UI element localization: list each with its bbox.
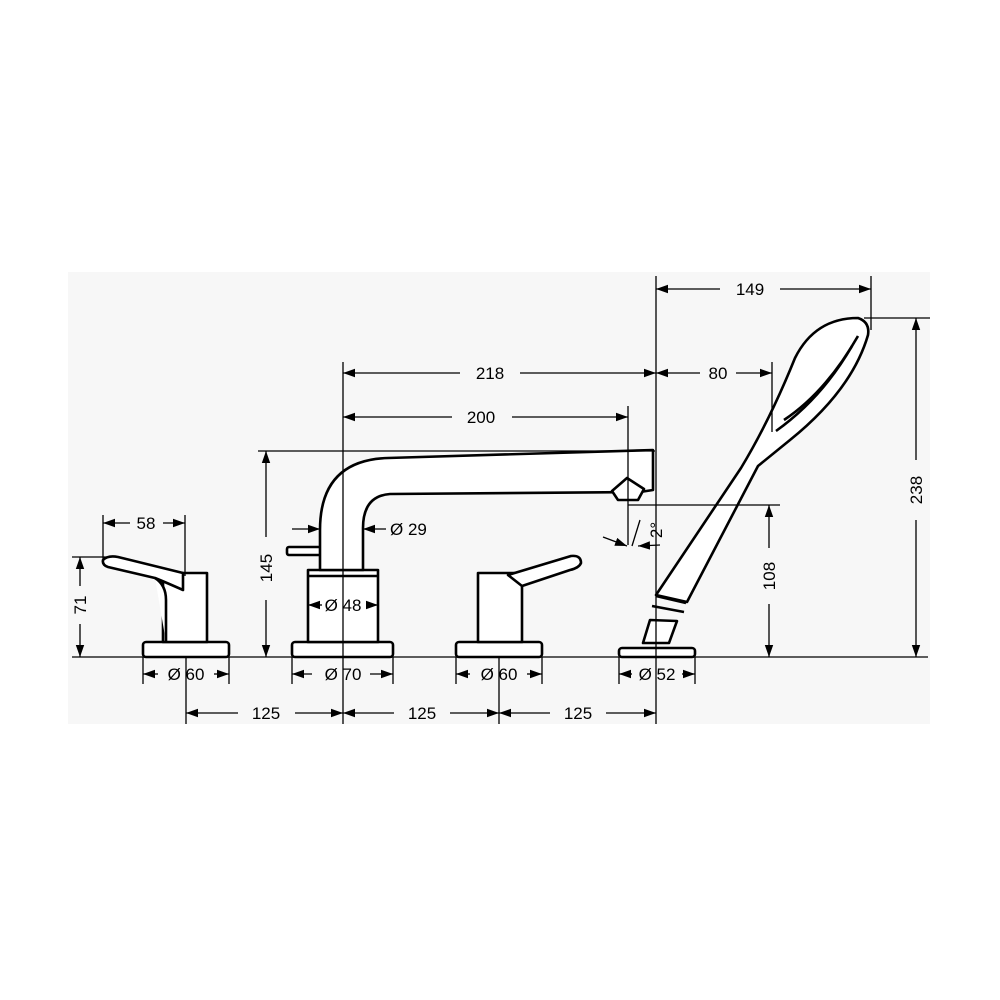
dim-shower-offset: 80 (709, 364, 728, 383)
dim-spout-reach-outer: 218 (476, 364, 504, 383)
dim-spout-base-diameter: Ø 70 (325, 665, 362, 684)
right-valve-handle (454, 554, 583, 659)
dim-right-base-diameter: Ø 60 (481, 665, 518, 684)
hand-shower (617, 316, 870, 659)
dim-spacing-2: 125 (408, 704, 436, 723)
dim-shower-base-diameter: Ø 52 (639, 665, 676, 684)
dim-left-lever-width: 58 (137, 514, 156, 533)
left-valve-handle (101, 555, 231, 659)
dim-left-base-diameter: Ø 60 (168, 665, 205, 684)
dim-spout-body-diameter: Ø 48 (325, 596, 362, 615)
dim-shower-holder-height: 108 (760, 562, 779, 590)
dim-left-lever-height: 71 (71, 596, 90, 615)
dim-spacing-3: 125 (564, 704, 592, 723)
extension-lines (72, 276, 930, 724)
dim-shower-total-height: 238 (907, 476, 926, 504)
dim-outlet-angle: 2° (647, 522, 666, 538)
dimension-lines (75, 284, 921, 718)
dim-spout-reach-inner: 200 (467, 408, 495, 427)
dim-spout-neck-diameter: Ø 29 (390, 520, 427, 539)
dim-spacing-1: 125 (252, 704, 280, 723)
dim-spout-height: 145 (257, 554, 276, 582)
dimension-labels: 58 71 Ø 60 218 200 145 Ø 29 Ø 48 Ø 70 Ø … (71, 280, 926, 723)
dim-shower-total-width: 149 (736, 280, 764, 299)
